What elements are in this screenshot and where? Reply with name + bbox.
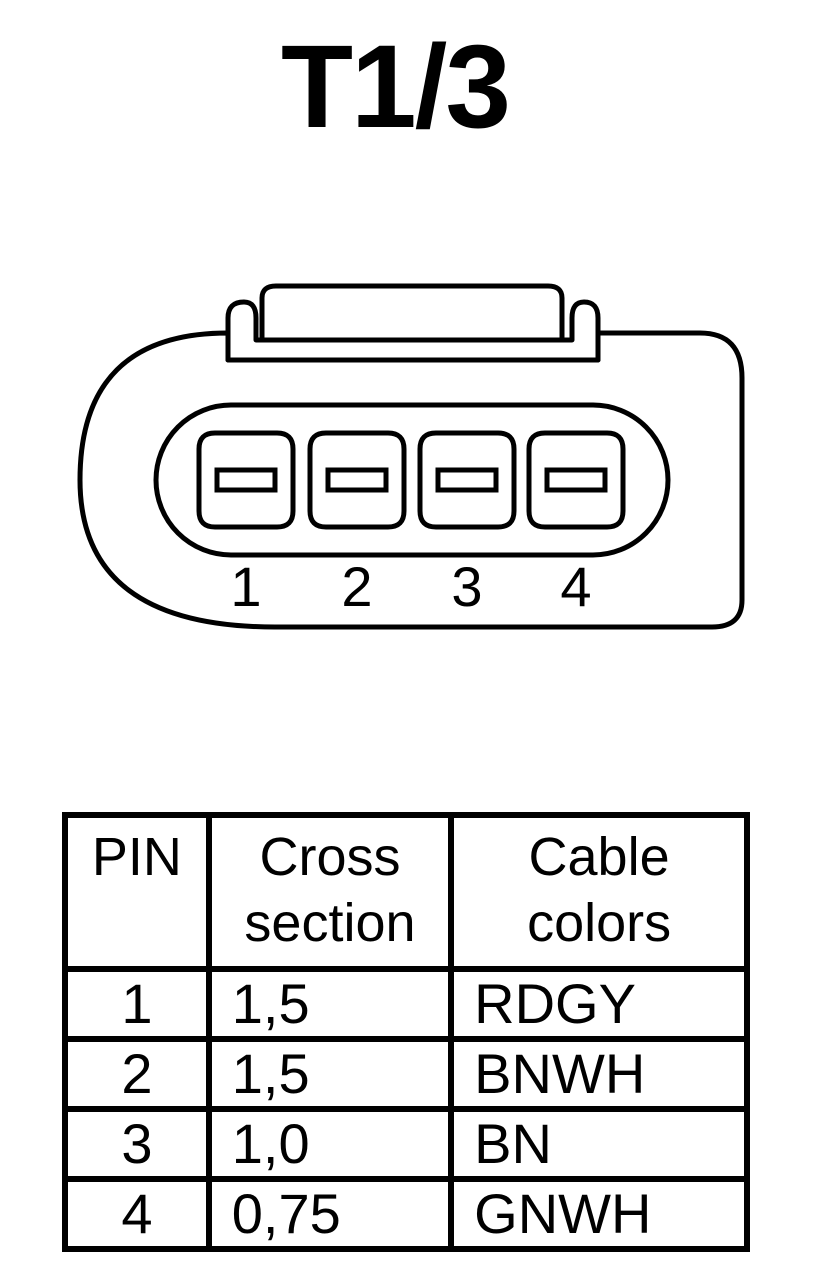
pin-number-label: 1 <box>230 555 261 618</box>
cell-cable-color: GNWH <box>448 1176 750 1252</box>
pin-slot-3 <box>435 467 499 493</box>
cell-cross-section: 1,5 <box>205 1036 455 1112</box>
table-row: 2 1,5 BNWH <box>62 1036 750 1112</box>
header-pin: PIN <box>62 812 212 972</box>
pin-slot-4 <box>544 467 608 493</box>
pin-number-label: 3 <box>451 555 482 618</box>
locking-tab-base <box>225 299 601 363</box>
table-header-row: PIN Cross section Cable colors <box>62 812 750 972</box>
cell-cable-color: BN <box>448 1106 750 1182</box>
cell-cable-color: RDGY <box>448 966 750 1042</box>
cell-pin: 4 <box>62 1176 212 1252</box>
cell-pin: 3 <box>62 1106 212 1182</box>
cell-pin: 2 <box>62 1036 212 1112</box>
locking-tab <box>259 283 565 343</box>
connector-diagram: 1 2 3 4 <box>77 283 745 630</box>
pin-slot-2 <box>325 467 389 493</box>
cell-pin: 1 <box>62 966 212 1042</box>
pin-number-label: 2 <box>341 555 372 618</box>
pin-table: PIN Cross section Cable colors 1 1,5 RDG… <box>62 812 750 1252</box>
cell-cross-section: 0,75 <box>205 1176 455 1252</box>
pin-slot-1 <box>214 467 278 493</box>
pin-number-label: 4 <box>560 555 591 618</box>
header-cable-colors: Cable colors <box>448 812 750 972</box>
table-row: 1 1,5 RDGY <box>62 966 750 1042</box>
table-row: 3 1,0 BN <box>62 1106 750 1182</box>
cell-cross-section: 1,5 <box>205 966 455 1042</box>
cell-cross-section: 1,0 <box>205 1106 455 1182</box>
header-cross-section: Cross section <box>205 812 455 972</box>
cell-cable-color: BNWH <box>448 1036 750 1112</box>
table-row: 4 0,75 GNWH <box>62 1176 750 1252</box>
connector-title: T1/3 <box>280 21 511 153</box>
